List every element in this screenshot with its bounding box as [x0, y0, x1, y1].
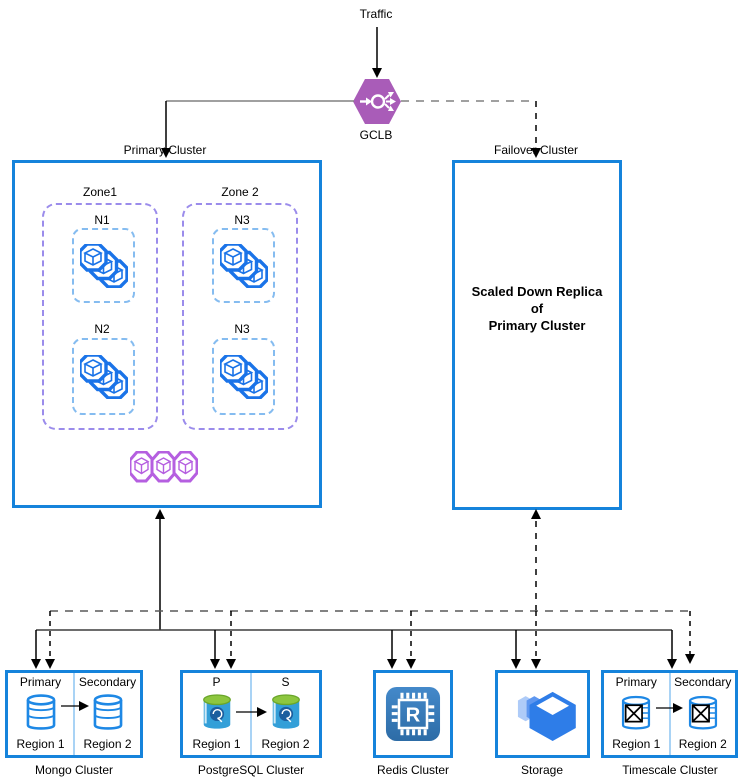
zone-label: Zone 2	[221, 185, 259, 199]
failover-body-text: Scaled Down Replica of Primary Cluster	[471, 284, 603, 333]
zone-box: N3 N3	[182, 203, 298, 430]
region-label: Region 2	[678, 737, 727, 751]
mongo-secondary-cell: Secondary Region 2	[75, 673, 140, 755]
storage-label: Storage	[520, 763, 564, 777]
traffic-label: Traffic	[359, 7, 393, 21]
timescale-primary-cell: Primary Region 1	[604, 673, 669, 755]
storage-box	[495, 670, 590, 758]
failover-cluster-box: Scaled Down Replica of Primary Cluster	[452, 160, 622, 510]
node-label: N3	[234, 322, 250, 336]
gke-workloads-icon	[79, 243, 128, 288]
timescale-cluster-box: Primary Region 1 Secondary	[601, 670, 738, 758]
redis-icon: R	[385, 686, 441, 742]
node-box	[72, 228, 135, 303]
primary-cluster-label: Primary Cluster	[123, 143, 207, 157]
node-box	[212, 338, 275, 415]
gke-workloads-icon	[219, 354, 268, 399]
postgres-primary-cell: P Region 1	[183, 673, 250, 755]
role-label: P	[212, 675, 221, 689]
region-label: Region 1	[612, 737, 661, 751]
mongo-primary-cell: Primary Region 1	[8, 673, 73, 755]
postgresql-cluster-box: P Region 1 S	[180, 670, 322, 758]
postgres-secondary-cell: S Region 2	[252, 673, 319, 755]
region-label: Region 2	[83, 737, 132, 751]
gke-workloads-icon	[219, 243, 268, 288]
node-box	[212, 228, 275, 303]
region-label: Region 1	[16, 737, 65, 751]
role-label: Secondary	[78, 675, 137, 689]
node-label: N3	[234, 213, 250, 227]
database-cylinder-icon	[89, 693, 127, 733]
gke-workloads-icon	[79, 354, 128, 399]
timescale-secondary-cell: Secondary Region 2	[671, 673, 736, 755]
crossed-database-icon	[683, 694, 723, 732]
zone-box: N1	[42, 203, 158, 430]
redis-cluster-label: Redis Cluster	[376, 763, 450, 777]
gke-pods-icon	[130, 451, 198, 483]
role-label: S	[281, 675, 290, 689]
redis-cluster-box: R	[373, 670, 453, 758]
role-label: Primary	[19, 675, 62, 689]
timescale-cluster-label: Timescale Cluster	[622, 763, 718, 777]
cloud-storage-icon	[510, 687, 576, 741]
cell-divider	[250, 673, 252, 755]
gclb-label: GCLB	[359, 128, 393, 142]
node-box	[72, 338, 135, 415]
mongo-cluster-box: Primary Region 1 Secondary	[5, 670, 143, 758]
database-cylinder-icon	[22, 693, 60, 733]
region-label: Region 2	[261, 737, 310, 751]
zone-label: Zone1	[82, 185, 118, 199]
node-label: N1	[94, 213, 110, 227]
postgresql-cluster-label: PostgreSQL Cluster	[197, 763, 305, 777]
svg-text:R: R	[406, 705, 421, 727]
crossed-database-icon	[616, 694, 656, 732]
load-balancer-icon	[352, 78, 402, 125]
role-label: Primary	[615, 675, 657, 689]
region-label: Region 1	[192, 737, 241, 751]
postgresql-icon	[268, 692, 304, 734]
role-label: Secondary	[674, 675, 732, 689]
cell-divider	[668, 673, 671, 755]
failover-cluster-label: Failover Cluster	[493, 143, 579, 157]
node-label: N2	[94, 322, 110, 336]
postgresql-icon	[199, 692, 235, 734]
mongo-cluster-label: Mongo Cluster	[34, 763, 114, 777]
cell-divider	[73, 673, 75, 755]
primary-cluster-box: Zone1 N1	[12, 160, 322, 508]
